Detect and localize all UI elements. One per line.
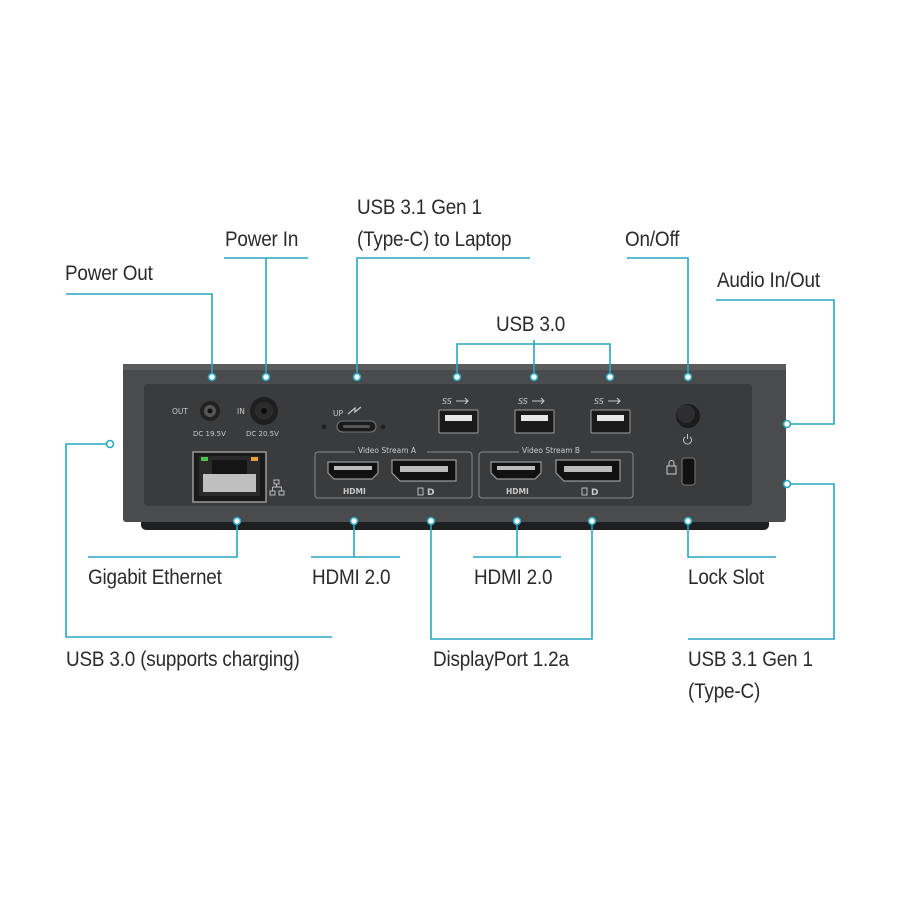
hdmi-b-label: HDMI: [506, 487, 529, 496]
video-stream-a-group: Video Stream A: [314, 446, 473, 499]
callout-audio: Audio In/Out: [717, 269, 820, 292]
usb-icon: [608, 397, 621, 405]
displayport-port-b[interactable]: [555, 459, 621, 482]
lock-icon: [666, 460, 677, 475]
ss-label-3: SS: [594, 397, 604, 406]
docking-station: [123, 364, 786, 530]
callout-gigabit-ethernet: Gigabit Ethernet: [88, 566, 222, 589]
callout-usbc-side-line1: USB 3.1 Gen 1: [688, 648, 813, 671]
network-icon: [269, 479, 285, 496]
callout-usb30-charging: USB 3.0 (supports charging): [66, 648, 300, 671]
up-label: UP: [333, 409, 343, 418]
dock-top-edge: [123, 364, 786, 370]
displayport-port-a[interactable]: [391, 459, 457, 482]
leader-lines: [65, 257, 835, 640]
dp-a-label: D: [427, 488, 434, 498]
ss-label-1: SS: [442, 397, 452, 406]
callout-usbc-laptop-line2: (Type-C) to Laptop: [357, 228, 512, 251]
hdmi-port-a[interactable]: [327, 461, 379, 480]
dp-b-label: D: [591, 488, 598, 498]
callout-hdmi-a: HDMI 2.0: [312, 566, 391, 589]
callout-usb30-top: USB 3.0: [496, 313, 566, 336]
usbc-led-left: [321, 424, 327, 430]
dc-out-label: DC 19.5V: [193, 430, 226, 438]
usb30-port-2[interactable]: SS: [514, 397, 555, 434]
usb-icon: [456, 397, 469, 405]
in-label: IN: [237, 407, 245, 416]
callout-lock-slot: Lock Slot: [688, 566, 765, 589]
usb-icon: [532, 397, 545, 405]
callout-hdmi-b: HDMI 2.0: [474, 566, 553, 589]
dp-b-icon: [581, 487, 588, 496]
dp-a-icon: [417, 487, 424, 496]
out-label: OUT: [172, 407, 188, 416]
callout-usbc-laptop-line1: USB 3.1 Gen 1: [357, 196, 482, 219]
usbc-led-right: [380, 424, 386, 430]
power-icon: [683, 434, 692, 445]
dc-in-label: DC 20.5V: [246, 430, 279, 438]
usb30-port-1[interactable]: SS: [438, 397, 479, 434]
power-button[interactable]: [676, 404, 700, 428]
callout-usbc-side-line2: (Type-C): [688, 680, 761, 703]
hdmi-a-label: HDMI: [343, 487, 366, 496]
power-in-jack[interactable]: [250, 397, 278, 425]
video-stream-b-label: Video Stream B: [522, 446, 580, 455]
power-out-jack[interactable]: [200, 401, 220, 421]
callout-power-out: Power Out: [65, 262, 153, 285]
callout-on-off: On/Off: [625, 228, 680, 251]
thunderbolt-icon: [347, 406, 362, 415]
hdmi-port-b[interactable]: [490, 461, 542, 480]
lock-slot[interactable]: [681, 457, 696, 486]
usb30-port-3[interactable]: SS: [590, 397, 631, 434]
ss-label-2: SS: [518, 397, 528, 406]
video-stream-a-label: Video Stream A: [358, 446, 417, 455]
callout-power-in: Power In: [225, 228, 299, 251]
ethernet-port[interactable]: [192, 451, 267, 503]
callout-displayport: DisplayPort 1.2a: [433, 648, 569, 671]
video-stream-b-group: Video Stream B: [478, 446, 634, 499]
